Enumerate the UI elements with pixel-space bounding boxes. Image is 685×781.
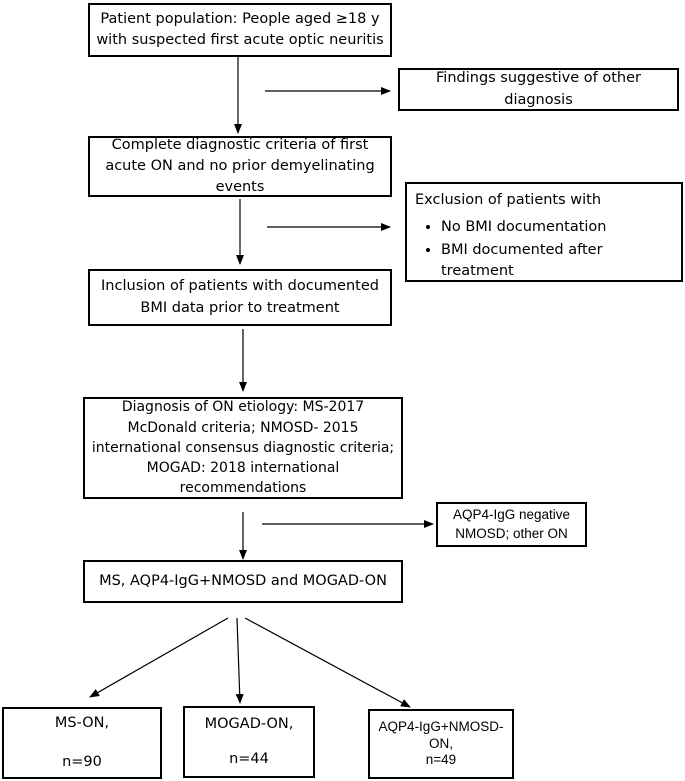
criteria-box: Complete diagnostic criteria of first ac… xyxy=(88,136,392,197)
aqp4-on-box: AQP4-IgG+NMOSD-ON, n=49 xyxy=(368,709,514,779)
population-box: Patient population: People aged ≥18 y wi… xyxy=(88,3,392,57)
arrow-to-aqp4-on xyxy=(244,617,411,708)
diagnosis-box: Diagnosis of ON etiology: MS-2017 McDona… xyxy=(83,397,403,499)
mogad-on-box: MOGAD-ON, n=44 xyxy=(183,706,315,778)
exclusion-item: No BMI documentation xyxy=(441,217,673,238)
other-diagnosis-text: Findings suggestive of other diagnosis xyxy=(436,70,641,108)
exclusion-list: No BMI documentation BMI documented afte… xyxy=(415,217,673,282)
inclusion-box: Inclusion of patients with documented BM… xyxy=(88,269,392,326)
exclusion-item: BMI documented after treatment xyxy=(441,240,673,282)
inclusion-text: Inclusion of patients with documented BM… xyxy=(101,278,379,316)
aqp4-on-label: AQP4-IgG+NMOSD-ON, xyxy=(378,718,504,751)
diagnosis-text: Diagnosis of ON etiology: MS-2017 McDona… xyxy=(91,399,395,497)
aqp4-on-count: n=49 xyxy=(425,752,457,768)
exclusion-title: Exclusion of patients with xyxy=(415,192,602,208)
aqp4-negative-text: AQP4-IgG negative NMOSD; other ON xyxy=(452,507,571,541)
ms-on-box: MS-ON, n=90 xyxy=(2,707,162,779)
groups-text: MS, AQP4-IgG+NMOSD and MOGAD-ON xyxy=(99,572,387,589)
mogad-on-count: n=44 xyxy=(229,751,269,767)
other-diagnosis-box: Findings suggestive of other diagnosis xyxy=(398,68,679,111)
population-text: Patient population: People aged ≥18 y wi… xyxy=(96,10,384,48)
groups-box: MS, AQP4-IgG+NMOSD and MOGAD-ON xyxy=(83,560,403,603)
aqp4-negative-box: AQP4-IgG negative NMOSD; other ON xyxy=(436,502,587,547)
ms-on-label: MS-ON, xyxy=(54,714,110,731)
mogad-on-label: MOGAD-ON, xyxy=(204,715,294,732)
arrow-to-mogad-on xyxy=(235,617,244,704)
arrow-to-ms-on xyxy=(89,617,229,698)
ms-on-count: n=90 xyxy=(62,754,102,770)
criteria-text: Complete diagnostic criteria of first ac… xyxy=(105,136,375,196)
exclusion-box: Exclusion of patients with No BMI docume… xyxy=(405,182,683,282)
